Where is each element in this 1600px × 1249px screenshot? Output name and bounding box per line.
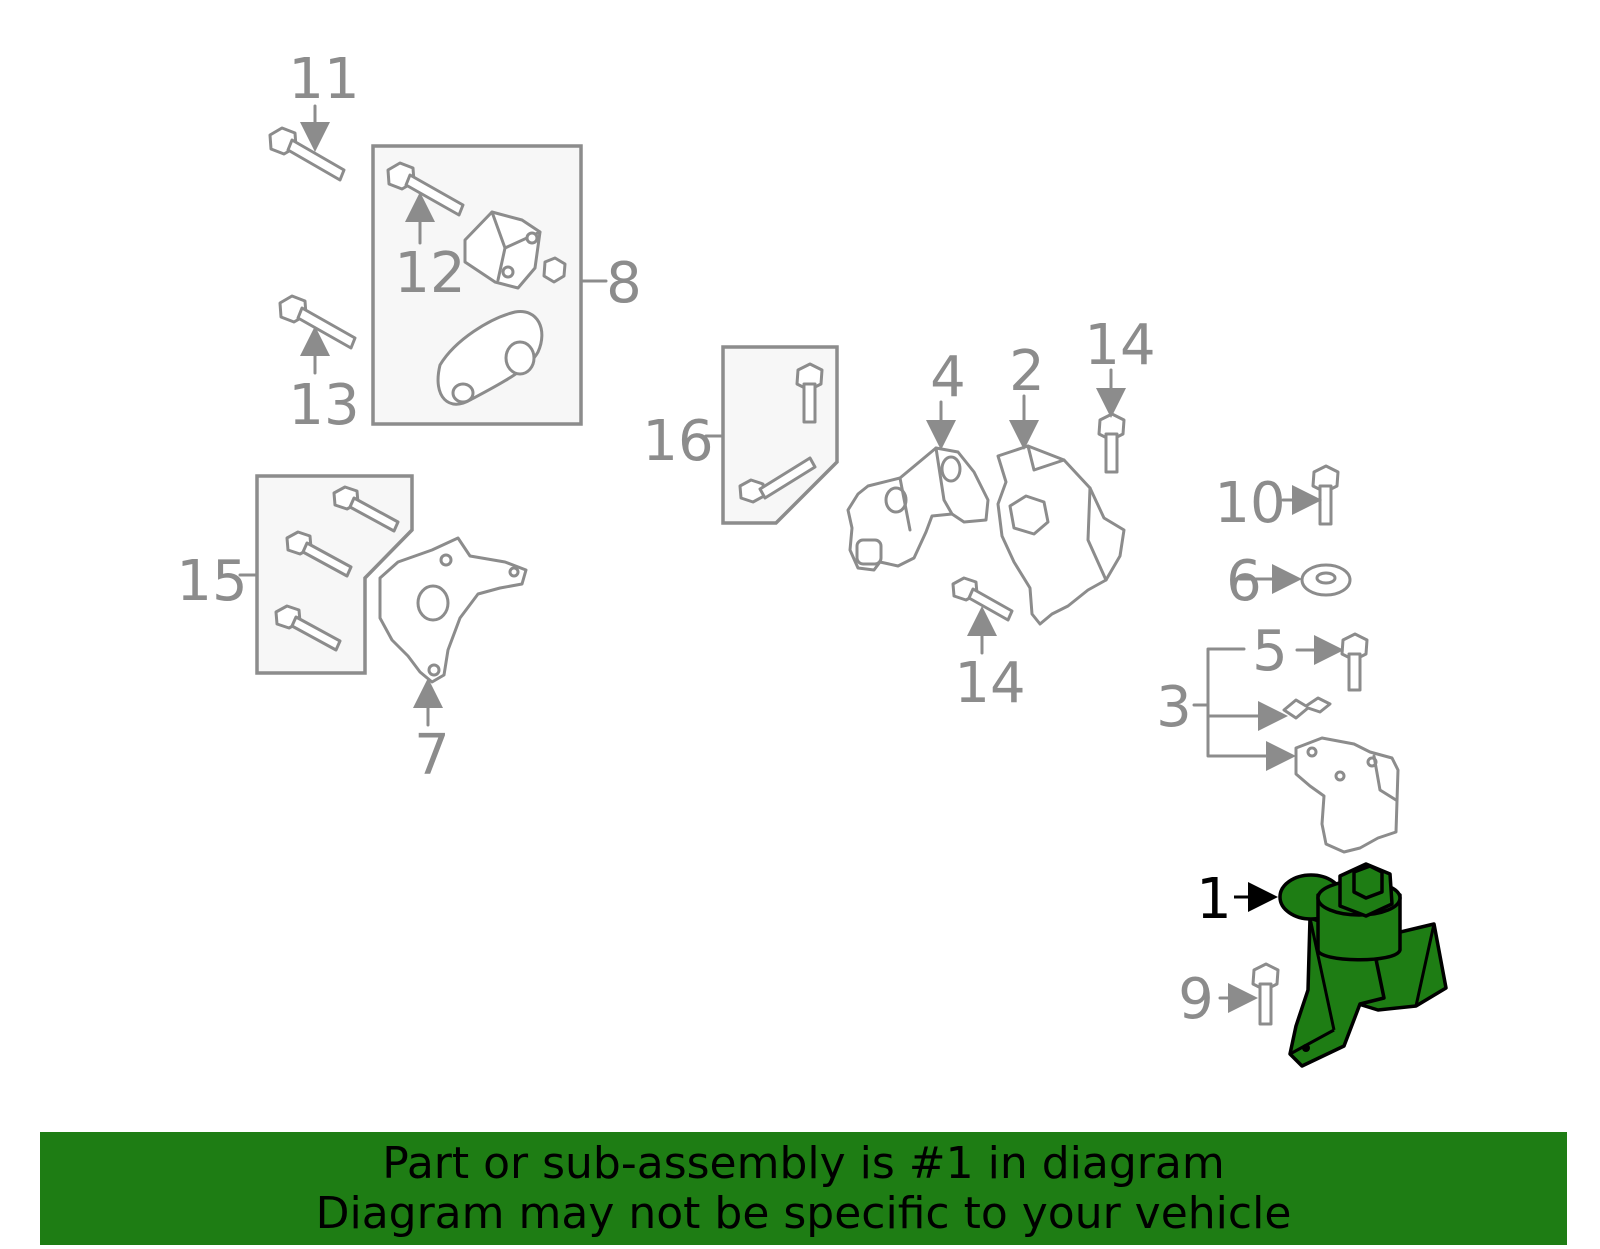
part-4-bracket[interactable] (846, 446, 990, 572)
part-7-bracket[interactable] (378, 536, 528, 684)
callout-3: 3 (1156, 675, 1192, 740)
callout-14-top: 14 (1084, 313, 1155, 378)
callout-9: 9 (1178, 967, 1214, 1032)
banner-line-2: Diagram may not be specific to your vehi… (315, 1187, 1292, 1239)
part-3-clip[interactable] (1282, 696, 1332, 720)
callout-11: 11 (288, 47, 359, 112)
part-11-bolt[interactable] (268, 126, 346, 182)
leader-3-bracket (1206, 647, 1296, 771)
callout-10: 10 (1214, 471, 1285, 536)
part-8-torque-rod[interactable] (436, 310, 544, 406)
notice-banner: Part or sub-assembly is #1 in diagram Di… (40, 1132, 1567, 1245)
part-14-bolt-top[interactable] (1097, 412, 1126, 474)
callout-15: 15 (176, 549, 247, 614)
callout-2: 2 (1009, 339, 1045, 404)
part-5-bolt[interactable] (1340, 632, 1369, 692)
callout-1: 1 (1196, 867, 1232, 932)
callout-6: 6 (1226, 549, 1262, 614)
callout-14-lower: 14 (954, 651, 1025, 716)
part-8-mount-bracket[interactable] (463, 210, 567, 290)
callout-4: 4 (930, 345, 966, 410)
part-6-washer[interactable] (1300, 563, 1352, 597)
part-1-engine-mount-highlighted[interactable] (1278, 862, 1448, 1068)
callout-8: 8 (606, 251, 642, 316)
callout-13: 13 (288, 373, 359, 438)
part-10-bolt[interactable] (1311, 464, 1340, 526)
banner-line-1: Part or sub-assembly is #1 in diagram (382, 1137, 1225, 1189)
part-9-bolt[interactable] (1251, 962, 1280, 1026)
part-14-bolt-lower[interactable] (951, 576, 1014, 622)
part-2-mount[interactable] (996, 444, 1126, 626)
callout-12: 12 (394, 241, 465, 306)
part-3-bracket[interactable] (1294, 736, 1400, 854)
callout-7: 7 (414, 723, 450, 788)
callout-5: 5 (1252, 619, 1288, 684)
part-15-bolts[interactable] (274, 485, 400, 652)
callout-16: 16 (642, 409, 713, 474)
part-16-bolts[interactable] (738, 362, 824, 504)
part-13-bolt[interactable] (278, 294, 357, 350)
